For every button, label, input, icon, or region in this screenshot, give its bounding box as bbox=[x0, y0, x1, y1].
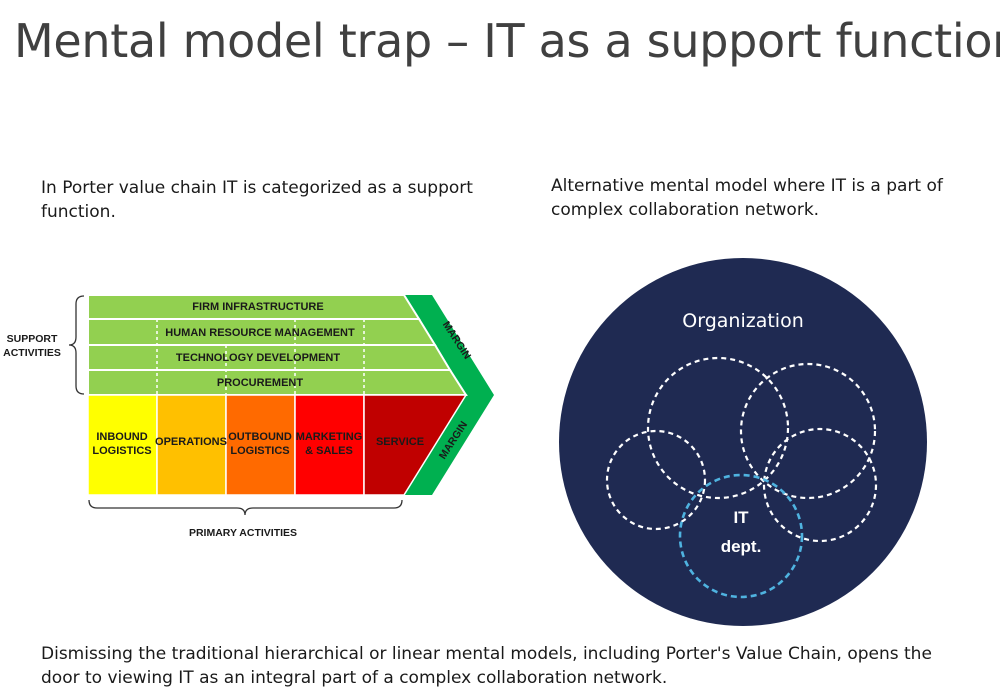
primary-activities-label: PRIMARY ACTIVITIES bbox=[189, 527, 297, 539]
network-caption: Alternative mental model where IT is a p… bbox=[551, 176, 943, 220]
primary-service bbox=[363, 394, 468, 496]
primary-inbound-logistics bbox=[87, 394, 158, 496]
primary-label-inbound-1: INBOUND bbox=[96, 431, 147, 443]
collaborator-ring bbox=[646, 356, 790, 500]
primary-label-outbound-2: LOGISTICS bbox=[230, 445, 289, 457]
support-label-firm-infrastructure: FIRM INFRASTRUCTURE bbox=[192, 301, 323, 313]
porter-caption: In Porter value chain IT is categorized … bbox=[41, 178, 473, 222]
primary-operations bbox=[156, 394, 227, 496]
primary-label-service: SERVICE bbox=[376, 436, 424, 448]
margin-arrow bbox=[404, 295, 494, 495]
primary-label-inbound-2: LOGISTICS bbox=[92, 445, 151, 457]
support-rows: FIRM INFRASTRUCTURE HUMAN RESOURCE MANAG… bbox=[87, 294, 468, 396]
primary-marketing-sales bbox=[294, 394, 365, 496]
primary-brace bbox=[88, 499, 403, 516]
it-dept-ring bbox=[678, 473, 804, 599]
support-dividers bbox=[156, 319, 365, 395]
support-activities-label-2: ACTIVITIES bbox=[3, 347, 61, 359]
value-chain-diagram: FIRM INFRASTRUCTURE HUMAN RESOURCE MANAG… bbox=[3, 294, 494, 539]
primary-label-outbound-1: OUTBOUND bbox=[228, 431, 292, 443]
it-dept-label-2: dept. bbox=[721, 537, 762, 556]
organization-label: Organization bbox=[682, 310, 803, 332]
support-label-hr-management: HUMAN RESOURCE MANAGEMENT bbox=[165, 327, 355, 339]
footer-text: Dismissing the traditional hierarchical … bbox=[41, 644, 932, 688]
support-brace bbox=[68, 295, 85, 395]
collaboration-network-diagram: Organization IT dept. bbox=[559, 258, 927, 626]
collaborator-ring bbox=[739, 362, 877, 500]
primary-outbound-logistics bbox=[225, 394, 296, 496]
primary-columns: INBOUND LOGISTICS OPERATIONS OUTBOUND LO… bbox=[87, 394, 468, 496]
primary-label-marketing-1: MARKETING bbox=[296, 431, 363, 443]
collaborator-rings bbox=[605, 356, 878, 543]
page-title: Mental model trap – IT as a support func… bbox=[14, 14, 1000, 68]
support-label-procurement: PROCUREMENT bbox=[217, 377, 303, 389]
primary-label-marketing-2: & SALES bbox=[305, 445, 353, 457]
support-activities-label-1: SUPPORT bbox=[7, 333, 58, 345]
primary-label-operations: OPERATIONS bbox=[155, 436, 227, 448]
collaborator-ring bbox=[605, 429, 707, 531]
support-label-technology-development: TECHNOLOGY DEVELOPMENT bbox=[176, 352, 340, 364]
collaborator-ring bbox=[762, 427, 878, 543]
it-dept-label-1: IT bbox=[733, 508, 749, 527]
